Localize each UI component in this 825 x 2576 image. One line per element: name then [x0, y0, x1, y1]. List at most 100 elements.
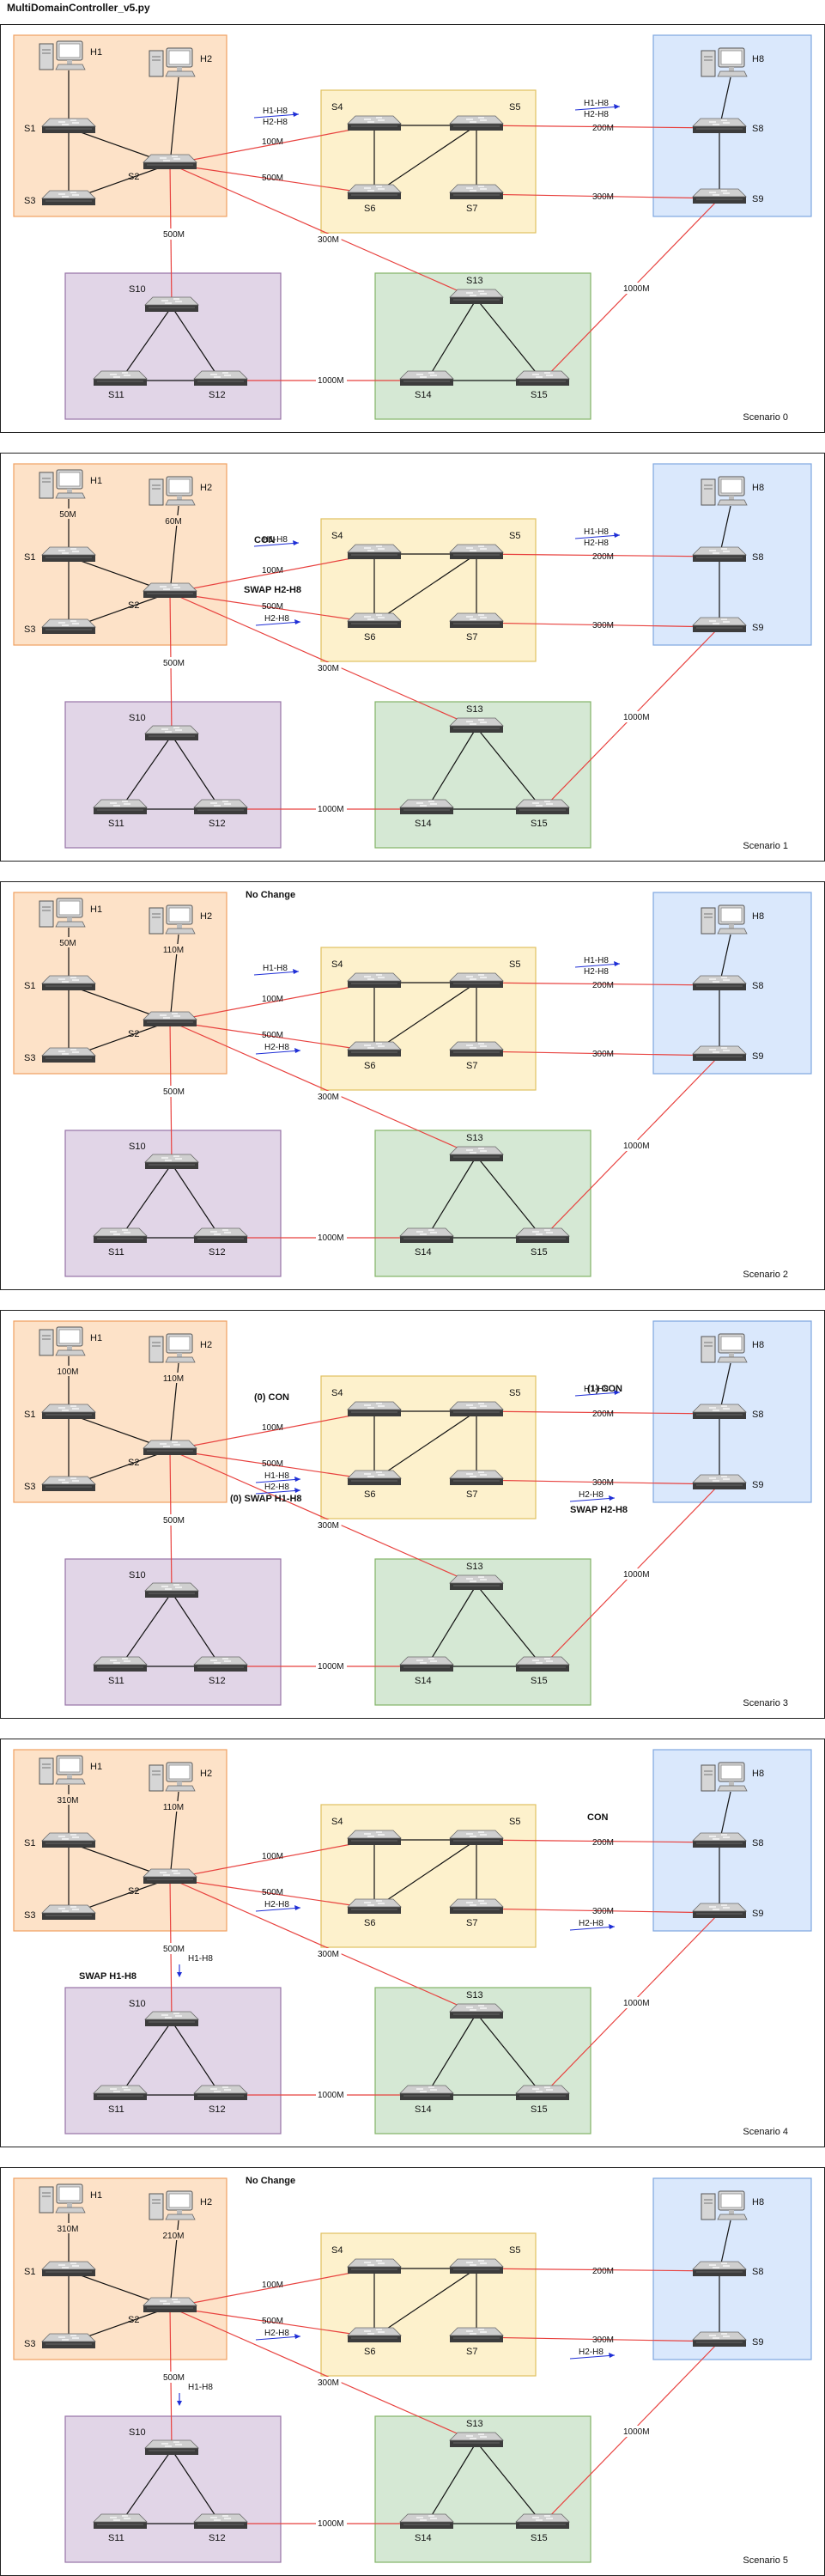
switch-s7-icon[interactable]: [449, 1041, 504, 1057]
switch-s12-icon[interactable]: [193, 2513, 248, 2529]
switch-s4-icon[interactable]: [347, 2258, 402, 2274]
switch-s2-icon[interactable]: [143, 1440, 197, 1455]
host-h2-icon[interactable]: [149, 476, 196, 506]
switch-s9-icon[interactable]: [692, 1903, 747, 1918]
switch-s4-icon[interactable]: [347, 1401, 402, 1416]
switch-s12-icon[interactable]: [193, 1656, 248, 1672]
switch-s5-icon[interactable]: [449, 544, 504, 559]
host-h8-icon[interactable]: [701, 904, 748, 935]
switch-s5-icon[interactable]: [449, 1401, 504, 1416]
switch-s12-icon[interactable]: [193, 799, 248, 814]
switch-s11-icon[interactable]: [93, 799, 148, 814]
switch-s8-icon[interactable]: [692, 1832, 747, 1848]
switch-s9-icon[interactable]: [692, 617, 747, 632]
host-h8-icon[interactable]: [701, 1762, 748, 1792]
switch-s3-icon[interactable]: [41, 1904, 96, 1920]
switch-s11-icon[interactable]: [93, 1656, 148, 1672]
switch-s10-icon[interactable]: [144, 1154, 199, 1169]
switch-s10-icon[interactable]: [144, 296, 199, 312]
host-h8-icon[interactable]: [701, 476, 748, 506]
switch-s13-icon[interactable]: [449, 2003, 504, 2019]
switch-s12-icon[interactable]: [193, 2085, 248, 2100]
host-h1-icon[interactable]: [39, 1755, 86, 1785]
switch-s7-icon[interactable]: [449, 184, 504, 199]
switch-s13-icon[interactable]: [449, 289, 504, 304]
switch-s6-icon[interactable]: [347, 1041, 402, 1057]
switch-s5-icon[interactable]: [449, 1830, 504, 1845]
switch-s9-icon[interactable]: [692, 2331, 747, 2347]
switch-s8-icon[interactable]: [692, 975, 747, 990]
switch-s14-icon[interactable]: [399, 370, 454, 386]
switch-s7-icon[interactable]: [449, 2327, 504, 2342]
switch-s6-icon[interactable]: [347, 1470, 402, 1485]
switch-s1-icon[interactable]: [41, 975, 96, 990]
switch-s15-icon[interactable]: [515, 2085, 570, 2100]
switch-s4-icon[interactable]: [347, 544, 402, 559]
switch-s14-icon[interactable]: [399, 1227, 454, 1243]
switch-s10-icon[interactable]: [144, 2439, 199, 2455]
host-h2-icon[interactable]: [149, 2190, 196, 2220]
switch-s7-icon[interactable]: [449, 612, 504, 628]
switch-s13-icon[interactable]: [449, 717, 504, 733]
switch-s10-icon[interactable]: [144, 1582, 199, 1598]
switch-s10-icon[interactable]: [144, 2011, 199, 2026]
switch-s14-icon[interactable]: [399, 2513, 454, 2529]
host-h2-icon[interactable]: [149, 47, 196, 77]
switch-s2-icon[interactable]: [143, 1011, 197, 1026]
switch-s10-icon[interactable]: [144, 725, 199, 740]
switch-s1-icon[interactable]: [41, 546, 96, 562]
switch-s2-icon[interactable]: [143, 1868, 197, 1884]
switch-s3-icon[interactable]: [41, 1476, 96, 1491]
switch-s15-icon[interactable]: [515, 1656, 570, 1672]
switch-s15-icon[interactable]: [515, 1227, 570, 1243]
switch-s14-icon[interactable]: [399, 799, 454, 814]
switch-s8-icon[interactable]: [692, 546, 747, 562]
switch-s7-icon[interactable]: [449, 1898, 504, 1914]
host-h2-icon[interactable]: [149, 1762, 196, 1792]
switch-s15-icon[interactable]: [515, 799, 570, 814]
switch-s11-icon[interactable]: [93, 370, 148, 386]
switch-s5-icon[interactable]: [449, 115, 504, 131]
host-h1-icon[interactable]: [39, 469, 86, 499]
switch-s1-icon[interactable]: [41, 2261, 96, 2276]
switch-s8-icon[interactable]: [692, 2261, 747, 2276]
switch-s4-icon[interactable]: [347, 972, 402, 988]
host-h1-icon[interactable]: [39, 2183, 86, 2214]
switch-s14-icon[interactable]: [399, 1656, 454, 1672]
switch-s5-icon[interactable]: [449, 2258, 504, 2274]
switch-s13-icon[interactable]: [449, 2432, 504, 2447]
switch-s3-icon[interactable]: [41, 618, 96, 634]
switch-s3-icon[interactable]: [41, 1047, 96, 1063]
switch-s4-icon[interactable]: [347, 1830, 402, 1845]
switch-s1-icon[interactable]: [41, 1404, 96, 1419]
host-h1-icon[interactable]: [39, 1326, 86, 1356]
switch-s1-icon[interactable]: [41, 1832, 96, 1848]
host-h8-icon[interactable]: [701, 1333, 748, 1363]
switch-s2-icon[interactable]: [143, 582, 197, 598]
switch-s14-icon[interactable]: [399, 2085, 454, 2100]
host-h2-icon[interactable]: [149, 1333, 196, 1363]
switch-s11-icon[interactable]: [93, 2513, 148, 2529]
switch-s6-icon[interactable]: [347, 1898, 402, 1914]
host-h1-icon[interactable]: [39, 898, 86, 928]
switch-s9-icon[interactable]: [692, 1045, 747, 1061]
switch-s15-icon[interactable]: [515, 2513, 570, 2529]
switch-s5-icon[interactable]: [449, 972, 504, 988]
switch-s9-icon[interactable]: [692, 1474, 747, 1489]
host-h2-icon[interactable]: [149, 904, 196, 935]
switch-s6-icon[interactable]: [347, 184, 402, 199]
switch-s13-icon[interactable]: [449, 1146, 504, 1161]
switch-s11-icon[interactable]: [93, 1227, 148, 1243]
switch-s4-icon[interactable]: [347, 115, 402, 131]
switch-s6-icon[interactable]: [347, 612, 402, 628]
switch-s13-icon[interactable]: [449, 1574, 504, 1590]
host-h8-icon[interactable]: [701, 2190, 748, 2220]
switch-s3-icon[interactable]: [41, 190, 96, 205]
host-h1-icon[interactable]: [39, 40, 86, 70]
switch-s6-icon[interactable]: [347, 2327, 402, 2342]
switch-s7-icon[interactable]: [449, 1470, 504, 1485]
switch-s12-icon[interactable]: [193, 1227, 248, 1243]
switch-s9-icon[interactable]: [692, 188, 747, 204]
switch-s3-icon[interactable]: [41, 2333, 96, 2348]
switch-s8-icon[interactable]: [692, 1404, 747, 1419]
